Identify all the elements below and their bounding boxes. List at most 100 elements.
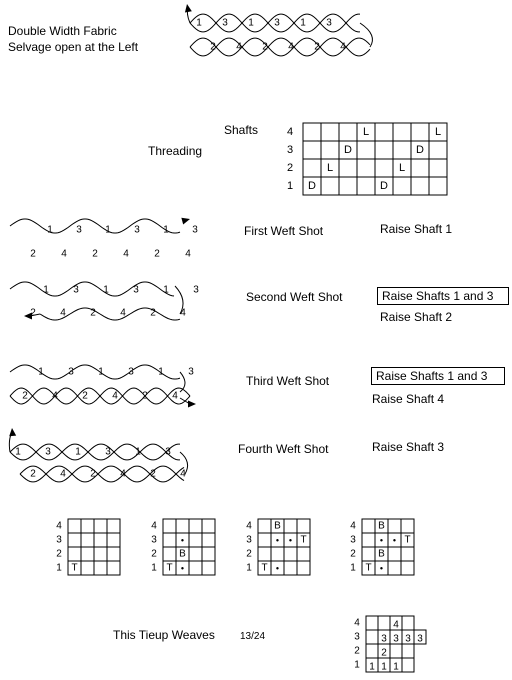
tieup-2-mark: T [166, 563, 172, 574]
weaves-row-number: 4 [354, 618, 360, 629]
tieup-1-cell [67, 532, 82, 548]
threading-cell [320, 122, 340, 142]
threading-cell [428, 176, 448, 196]
shot-4-bottom-num-5: 4 [180, 469, 186, 480]
shot-3-turn [179, 371, 186, 393]
shot-2-turn [174, 285, 184, 315]
tieup-1-cell [93, 560, 108, 576]
tieup-4-mark: • [393, 535, 396, 545]
header-bottom-num-5: 4 [340, 42, 346, 53]
tieup-1-row-number: 3 [56, 535, 62, 546]
header-bottom-num-1: 4 [236, 42, 242, 53]
threading-cell [428, 158, 448, 178]
tieup-3-row-number: 1 [246, 563, 252, 574]
tieup-4-mark: B [378, 549, 385, 560]
weaves-row-number: 3 [354, 632, 360, 643]
shot-3-top-num-5: 3 [188, 367, 194, 378]
tieup-1-cell [80, 532, 95, 548]
threading-cell [302, 158, 322, 178]
tieup-2-cell [162, 546, 177, 562]
shot-1-bottom-num-2: 2 [92, 249, 98, 260]
weaves-extra-mark: 3 [417, 634, 423, 645]
shot-1-bottom-num-0: 2 [30, 249, 36, 260]
tieup-2-cell [201, 532, 216, 548]
shot-4-bottom-layer-a [19, 465, 185, 483]
weaves-mark: 2 [381, 648, 387, 659]
threading-cell [302, 122, 322, 142]
threading-cell [356, 158, 376, 178]
tieup-2-cell [201, 560, 216, 576]
shot-3-bottom-num-1: 4 [52, 391, 58, 402]
tieup-1-row-number: 1 [56, 563, 62, 574]
weaves-label: This Tieup Weaves [113, 628, 215, 642]
title-line-2: Selvage open at the Left [8, 40, 139, 54]
shot-4-top-num-0: 1 [15, 447, 21, 458]
shot-2-bottom-num-5: 4 [180, 308, 186, 319]
shot-1-arrow-head [181, 217, 190, 225]
tieup-4-row-number: 4 [350, 521, 356, 532]
tieup-3-mark: • [276, 563, 279, 573]
threading-cell [374, 158, 394, 178]
tieup-4-row-number: 3 [350, 535, 356, 546]
shot-3-top-num-2: 1 [98, 367, 104, 378]
threading-mark: D [308, 180, 316, 192]
tieup-1-mark: T [71, 563, 77, 574]
header-top-num-4: 1 [300, 18, 306, 29]
tieup-2-row-number: 3 [151, 535, 157, 546]
shot-4-bottom-num-1: 4 [60, 469, 66, 480]
threading-cell [410, 158, 430, 178]
weaves-mark: 1 [393, 662, 399, 673]
weaves-mark: 4 [393, 620, 399, 631]
header-turn [359, 22, 373, 48]
tieup-1-row-number: 4 [56, 521, 62, 532]
tieup-4-cell [400, 518, 415, 534]
tieup-4-cell [387, 546, 402, 562]
shot-3-bottom-num-5: 4 [172, 391, 178, 402]
shot-2-top-num-1: 3 [73, 285, 79, 296]
tieup-3-cell [296, 560, 311, 576]
tieup-2-cell [188, 532, 203, 548]
tieup-3-row-number: 3 [246, 535, 252, 546]
header-bottom-layer-a [189, 37, 371, 57]
shot-3-top-weft [9, 364, 181, 380]
weaves-row-number: 1 [354, 660, 360, 671]
shot-4-top-num-2: 1 [75, 447, 81, 458]
header-bottom-num-0: 2 [210, 42, 216, 53]
tieup-1-cell [106, 546, 121, 562]
tieup-3-mark: T [300, 535, 306, 546]
header-bottom-num-4: 2 [314, 42, 320, 53]
tieup-3-cell [283, 560, 298, 576]
shot-2-top-num-2: 1 [103, 285, 109, 296]
weaves-ratio: 13/24 [240, 631, 266, 642]
header-bottom-num-2: 2 [262, 42, 268, 53]
tieup-4-mark: B [378, 521, 385, 532]
weaves-cell [365, 643, 379, 659]
shot-2-boxed: Raise Shafts 1 and 3 [377, 287, 509, 305]
tieup-1-cell [80, 546, 95, 562]
tieup-2-cell [201, 546, 216, 562]
tieup-3-cell [257, 546, 272, 562]
tieup-3-mark: T [261, 563, 267, 574]
weaves-cell [365, 615, 379, 631]
tieup-4-mark: T [404, 535, 410, 546]
shafts-label: Shafts [224, 123, 259, 137]
threading-cell [410, 176, 430, 196]
threading-cell [392, 176, 412, 196]
shot-1-top-num-1: 3 [76, 225, 82, 236]
shot-2-top-num-4: 1 [163, 285, 169, 296]
header-top-layer-a [189, 13, 360, 33]
weaves-mark: 3 [381, 634, 387, 645]
threading-mark: D [380, 180, 388, 192]
tieup-4-row-number: 1 [350, 563, 356, 574]
shot-1-action: Raise Shaft 1 [380, 222, 453, 236]
shot-2-bottom-num-4: 2 [150, 308, 156, 319]
tieup-4-cell [361, 518, 376, 534]
tieup-2-cell [162, 532, 177, 548]
header-top-num-3: 3 [274, 18, 280, 29]
header-bottom-layer-b [189, 37, 371, 57]
shot-3-top-num-4: 1 [158, 367, 164, 378]
weaves-mark: 3 [393, 634, 399, 645]
shot-2-arrow-head [24, 312, 32, 320]
shot-4-turn [179, 451, 189, 475]
threading-cell [374, 140, 394, 160]
